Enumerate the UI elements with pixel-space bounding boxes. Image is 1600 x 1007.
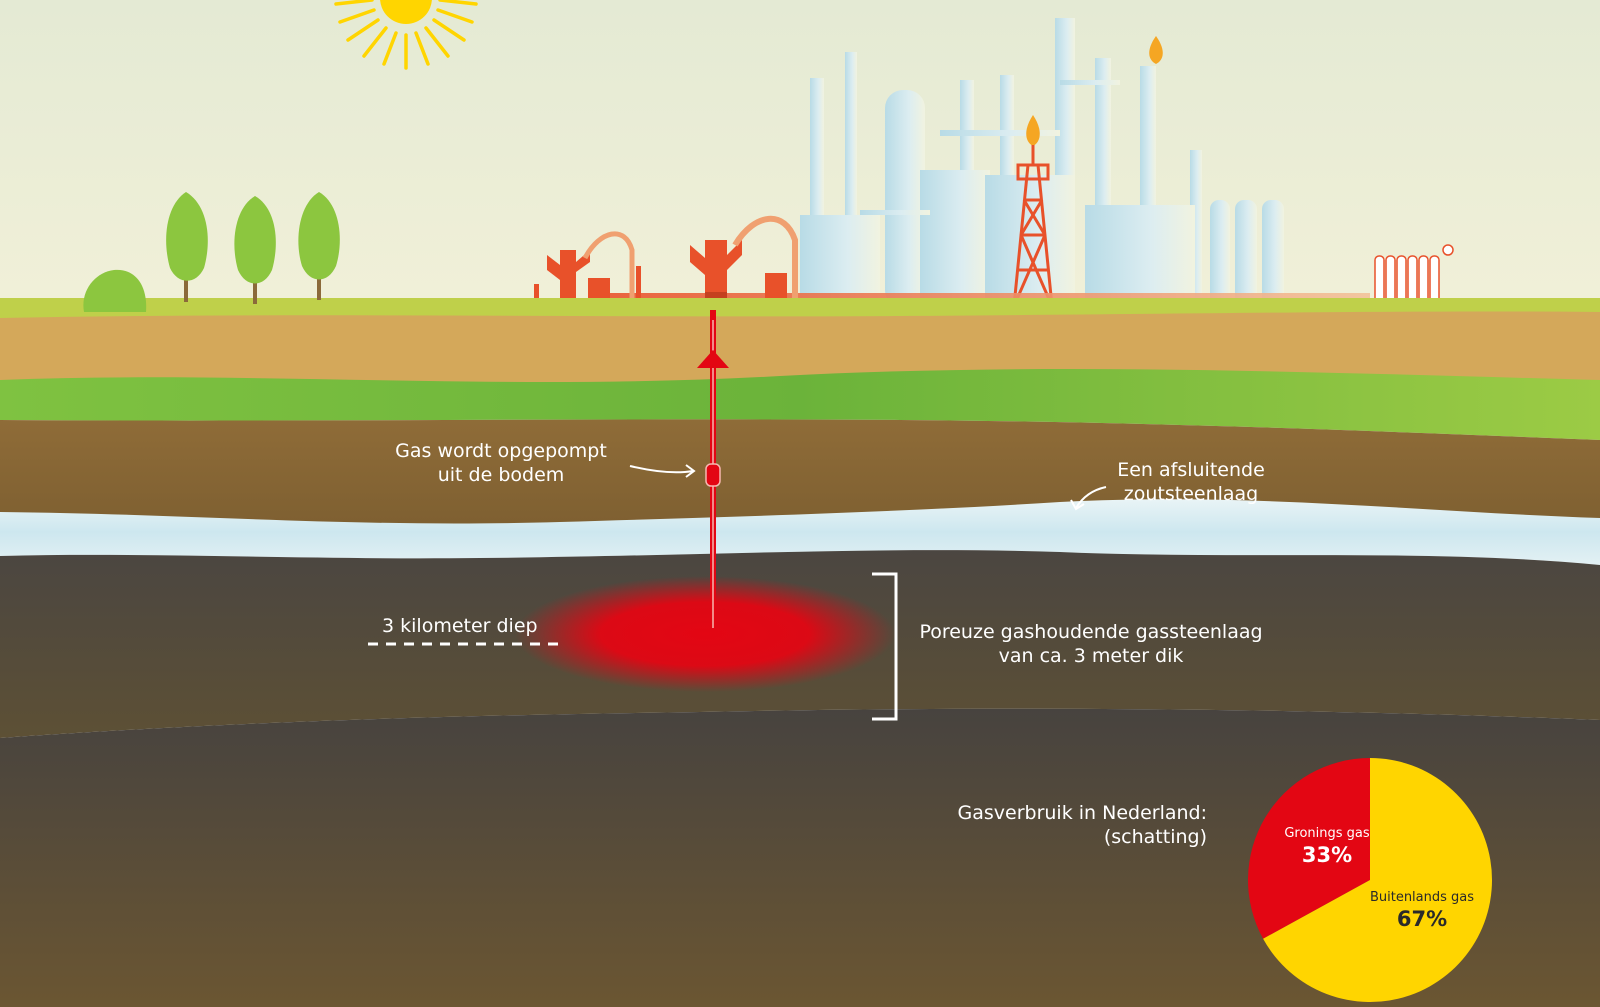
- pie-slice-value: 67%: [1396, 907, 1448, 931]
- pie-label-buitenlands: Buitenlands gas 67%: [1357, 890, 1487, 932]
- tree-icon: [298, 192, 340, 300]
- usage-title-line1: Gasverbruik in Nederland:: [957, 802, 1208, 824]
- flare-icon: [1149, 36, 1163, 64]
- salt-layer: [0, 499, 1600, 565]
- depth-label-text: 3 kilometer diep: [382, 615, 538, 637]
- salt-label-line1: Een afsluitende: [1117, 459, 1265, 481]
- pie-slice: [1248, 758, 1370, 939]
- reservoir-label: Poreuze gashoudende gassteenlaag van ca.…: [910, 620, 1272, 668]
- arrow-icon: [697, 350, 729, 368]
- pie-slice-label: Buitenlands gas: [1369, 890, 1475, 905]
- usage-title-line2: (schatting): [1103, 826, 1207, 848]
- usage-title: Gasverbruik in Nederland: (schatting): [940, 801, 1208, 849]
- radiator-icon: [1374, 244, 1454, 307]
- sun-icon: [334, 0, 478, 70]
- wellhead-icon: [690, 215, 798, 312]
- pump-label-line2: uit de bodem: [437, 464, 565, 486]
- depth-label: 3 kilometer diep: [382, 614, 538, 638]
- bush-icon: [83, 269, 147, 312]
- arrow-icon: [629, 464, 696, 478]
- salt-label: Een afsluitende zoutsteenlaag: [1110, 458, 1272, 506]
- factory-icon: [800, 18, 1284, 308]
- green-band: [0, 368, 1600, 440]
- pie-slice: [1263, 758, 1492, 1002]
- pump-label-line1: Gas wordt opgepompt: [395, 440, 607, 462]
- pump-label: Gas wordt opgepompt uit de bodem: [390, 439, 612, 487]
- thickness-bracket: [872, 572, 898, 721]
- tree-icon: [166, 192, 208, 302]
- pie-slice-value: 33%: [1301, 843, 1353, 867]
- flare-icon: [1026, 115, 1040, 146]
- well-pipe: [697, 310, 729, 630]
- pie-slice-label: Gronings gas: [1284, 826, 1370, 841]
- arrow-icon: [1070, 486, 1107, 511]
- gas-reservoir: [515, 576, 895, 692]
- reservoir-label-line1: Poreuze gashoudende gassteenlaag: [919, 621, 1263, 643]
- usage-pie-chart: [1248, 758, 1492, 1002]
- pump-valve: [705, 463, 721, 487]
- pie-label-gronings: Gronings gas 33%: [1262, 826, 1392, 868]
- reservoir-label-line2: van ca. 3 meter dik: [998, 645, 1184, 667]
- deep-rock: [0, 708, 1600, 1007]
- salt-label-line2: zoutsteenlaag: [1123, 483, 1259, 505]
- tree-icon: [234, 196, 276, 304]
